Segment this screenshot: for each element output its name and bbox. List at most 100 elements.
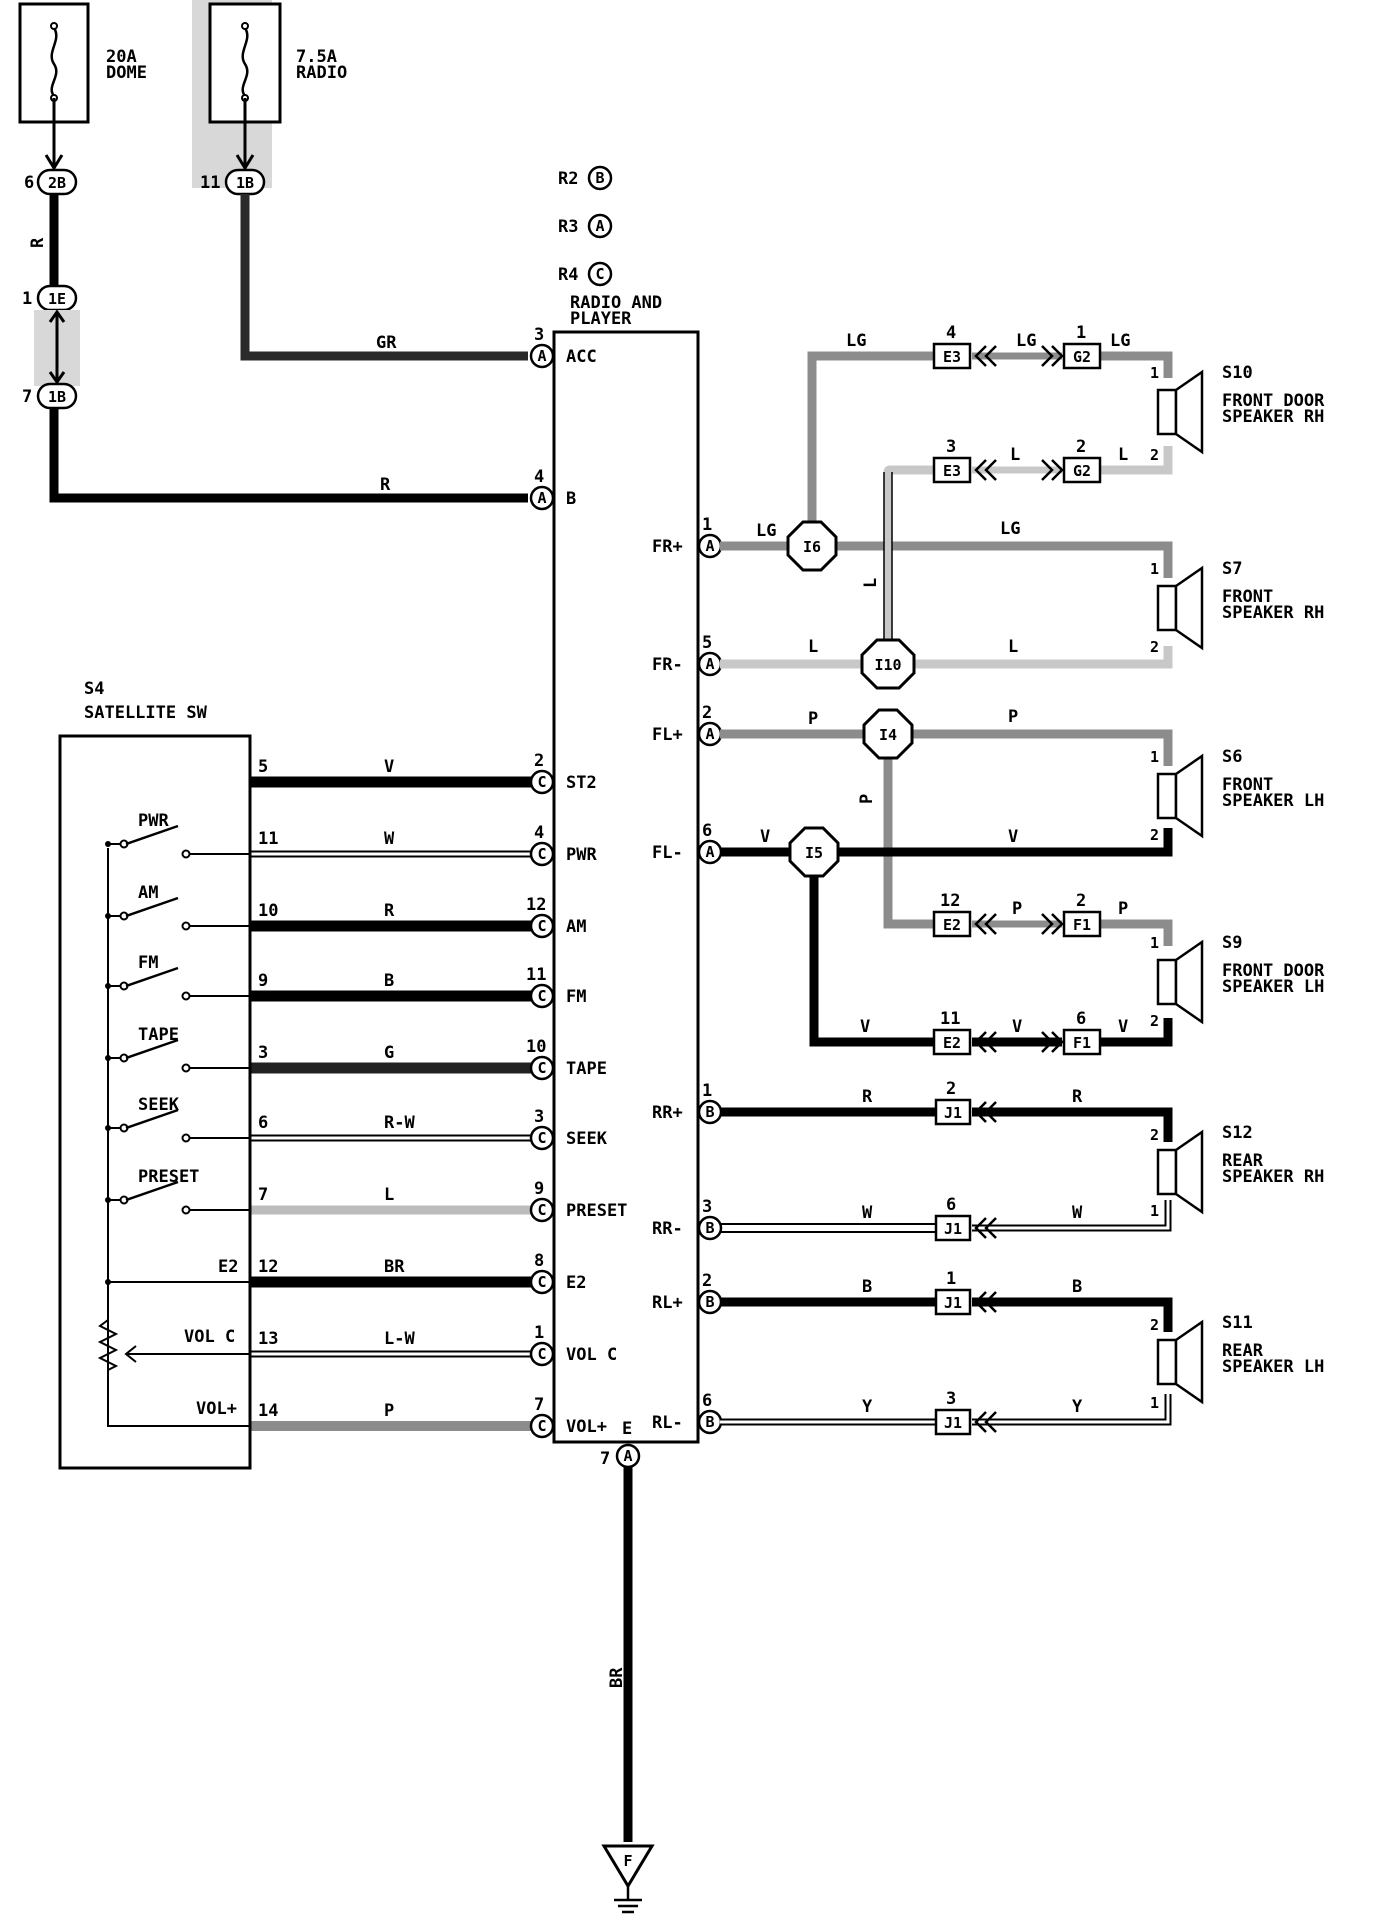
wire-flp-out-label: P <box>1008 707 1018 727</box>
switch-contact-preset: PRESET <box>105 1167 250 1215</box>
speaker-code: S9 <box>1222 933 1242 953</box>
conn-1b-joint-pin: 7 <box>22 387 32 407</box>
connector-right-label: G2 <box>1073 462 1091 480</box>
switch-contact-pwr: PWR <box>105 811 250 859</box>
radio-pin-connector <box>529 983 555 1009</box>
j1-pin: 1 <box>946 1269 956 1289</box>
speaker-pin-top: 1 <box>1150 748 1159 766</box>
ground-symbol-label: F <box>623 1852 632 1870</box>
legend-r4: R4 <box>558 265 578 285</box>
radio-pin-number: 1 <box>702 515 712 535</box>
connector-left-chevron <box>974 459 997 481</box>
j1-label: J1 <box>944 1104 962 1122</box>
radio-pin-number: 3 <box>702 1197 712 1217</box>
contact-arm <box>125 896 179 918</box>
speaker-cone <box>1174 565 1204 651</box>
switch-pin-number: 14 <box>258 1401 278 1421</box>
conn-1b-fuse: 11 1B <box>200 168 266 196</box>
connector-right-chevron <box>1041 345 1064 367</box>
speaker-pin-bottom: 2 <box>1150 638 1159 656</box>
j1-box <box>934 1098 972 1126</box>
radio-pin-conn-letter: C <box>537 917 546 935</box>
switch-pin-number: 11 <box>258 829 278 849</box>
switch-contact-label: SEEK <box>138 1095 180 1115</box>
conn-1b-joint: 7 1B <box>22 382 78 410</box>
j1-box <box>934 1214 972 1242</box>
legend-r2-letter: B <box>595 169 604 187</box>
radio-pin-conn-letter: A <box>537 489 546 507</box>
radio-pin-number: 12 <box>526 895 546 915</box>
ground-pin-number: 7 <box>600 1449 610 1469</box>
fuse-dome-amp: 20A <box>106 47 137 67</box>
switch-wire-label: P <box>384 1401 394 1421</box>
switch-pin-number: 3 <box>258 1043 268 1063</box>
j1-chevron <box>974 1217 997 1239</box>
legend-r2: R2 <box>558 169 578 189</box>
connector-left-label: E3 <box>943 348 961 366</box>
switch-volp: VOL+ <box>196 1399 237 1419</box>
speaker-code: S10 <box>1222 363 1253 383</box>
radio-pin-number: 9 <box>534 1179 544 1199</box>
wire-i10-up-label: L <box>861 578 881 588</box>
connector-mid-wire-label: L <box>1010 445 1020 465</box>
speaker-name-1: FRONT <box>1222 775 1273 795</box>
connector-left-box <box>932 456 972 484</box>
contact-arm <box>125 1180 179 1202</box>
radio-title-1: RADIO AND <box>570 293 662 313</box>
speaker-name-2: SPEAKER LH <box>1222 791 1324 811</box>
contact-node <box>105 983 111 989</box>
connector-right-label: G2 <box>1073 348 1091 366</box>
junction-i10: I10 <box>860 638 916 690</box>
radio-pin-connector <box>529 1341 555 1367</box>
radio-pin-rl-minus: RL-6B <box>652 1391 723 1435</box>
radio-pin-label: TAPE <box>566 1059 607 1079</box>
j1-left-wire-label: W <box>862 1203 873 1223</box>
contact-point <box>181 1205 191 1215</box>
wire-frm-out-label: L <box>1008 637 1018 657</box>
radio-pin-number: 5 <box>702 633 712 653</box>
radio-pin-number: 11 <box>526 965 546 985</box>
radio-pin-number: 1 <box>534 1323 544 1343</box>
radio-pin-fr-minus: FR-5A <box>652 633 723 677</box>
connector-out-wire-label: P <box>1118 899 1128 919</box>
connector-left-chevron <box>974 913 997 935</box>
speaker-wire-labels: LG LG L L L P P P V V <box>756 519 1020 847</box>
radio-pin-conn-letter: B <box>705 1219 714 1237</box>
radio-pin-label: PWR <box>566 845 597 865</box>
radio-pin-conn-letter: C <box>537 1201 546 1219</box>
connector-out-wire-label: LG <box>1110 331 1130 351</box>
switch-wire-label: L <box>384 1185 394 1205</box>
connector-out-wire-label: L <box>1118 445 1128 465</box>
connector-left-pin: 12 <box>940 891 960 911</box>
radio-pin-number: 2 <box>702 703 712 723</box>
wire-flp-label: P <box>808 709 818 729</box>
j1-label: J1 <box>944 1294 962 1312</box>
connector-right-pin: 2 <box>1076 891 1086 911</box>
radio-pin-connector <box>529 1055 555 1081</box>
radio-pin-connector <box>529 343 555 369</box>
conn-1b-fuse-pin: 11 <box>200 173 220 193</box>
radio-pin-label: SEEK <box>566 1129 608 1149</box>
radio-pin-label: FR- <box>652 655 683 675</box>
j1-pin: 2 <box>946 1079 956 1099</box>
speaker-pin-bottom: 1 <box>1150 1394 1159 1412</box>
conn-1e-label: 1E <box>48 290 66 308</box>
connector-left-pin: 4 <box>946 323 956 343</box>
radio-pin-conn-letter: A <box>705 843 714 861</box>
connector-right-box <box>1062 910 1102 938</box>
wire-frm-label: L <box>808 637 818 657</box>
connector-right-chevron <box>1041 1031 1064 1053</box>
j1-pin: 6 <box>946 1195 956 1215</box>
wire-flm-label: V <box>760 827 770 847</box>
wire-i4-down-label: P <box>857 794 877 804</box>
switch-contact-label: PWR <box>138 811 169 831</box>
radio-conn-legend: R2 B R3 A R4 C <box>558 165 613 287</box>
contact-node <box>105 913 111 919</box>
